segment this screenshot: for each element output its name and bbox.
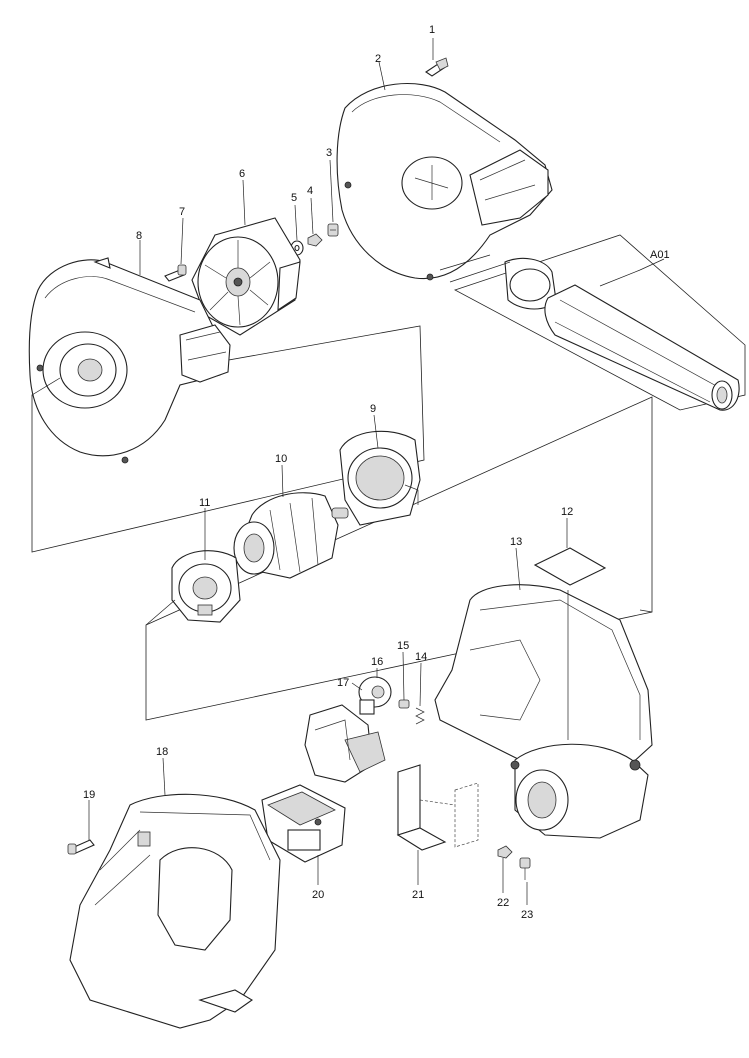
part-21-bracket <box>396 764 479 851</box>
nozzle-accessory-box <box>453 234 746 411</box>
part-23-screw <box>519 857 531 880</box>
label-part-2: 2 <box>375 53 381 65</box>
label-part-8: 8 <box>136 230 142 242</box>
label-part-16: 16 <box>371 656 383 668</box>
label-part-9: 9 <box>370 403 376 415</box>
label-part-15: 15 <box>397 640 409 652</box>
part-10-motor <box>233 492 349 579</box>
part-19-screw <box>67 839 95 855</box>
label-part-4: 4 <box>307 185 313 197</box>
leader-lines <box>31 38 665 905</box>
part-6-fan <box>191 217 301 336</box>
part-22-nut <box>497 845 513 859</box>
label-part-12: 12 <box>561 506 573 518</box>
label-part-11: 11 <box>199 497 210 509</box>
label-part-17: 17 <box>337 677 349 689</box>
part-1-screw <box>425 57 449 77</box>
label-part-7: 7 <box>179 206 185 218</box>
label-part-3: 3 <box>326 147 332 159</box>
part-18-handle-housing <box>69 793 281 1029</box>
part-2-housing-cover <box>336 83 553 281</box>
label-part-14: 14 <box>415 651 427 663</box>
label-part-22: 22 <box>497 897 509 909</box>
part-15-pin <box>398 699 410 709</box>
part-13-housing <box>434 584 653 839</box>
label-part-13: 13 <box>510 536 522 548</box>
part-labels: 1 2 3 4 5 6 7 8 9 10 11 12 13 14 15 16 1… <box>83 24 670 921</box>
part-20-terminal <box>261 784 346 863</box>
label-part-5: 5 <box>291 192 297 204</box>
label-part-21: 21 <box>412 889 424 901</box>
label-a01: A01 <box>650 249 670 261</box>
part-9-holder <box>339 430 421 526</box>
label-part-10: 10 <box>275 453 287 465</box>
label-part-6: 6 <box>239 168 245 180</box>
part-17-switch <box>304 704 386 783</box>
part-11-end-bracket <box>171 550 241 623</box>
label-part-19: 19 <box>83 789 95 801</box>
part-a01-nozzle <box>504 257 740 411</box>
part-14-spring <box>415 707 425 725</box>
label-part-18: 18 <box>156 746 168 758</box>
label-part-20: 20 <box>312 889 324 901</box>
label-part-23: 23 <box>521 909 533 921</box>
part-4-nut <box>307 233 323 247</box>
motor-assembly-box <box>31 325 425 553</box>
part-8-blower-housing <box>28 257 231 464</box>
part-16-trigger <box>358 676 392 715</box>
label-part-1: 1 <box>429 24 435 36</box>
part-3-screw <box>327 223 339 237</box>
part-12-label <box>533 547 607 586</box>
part-7-screw <box>164 264 187 282</box>
